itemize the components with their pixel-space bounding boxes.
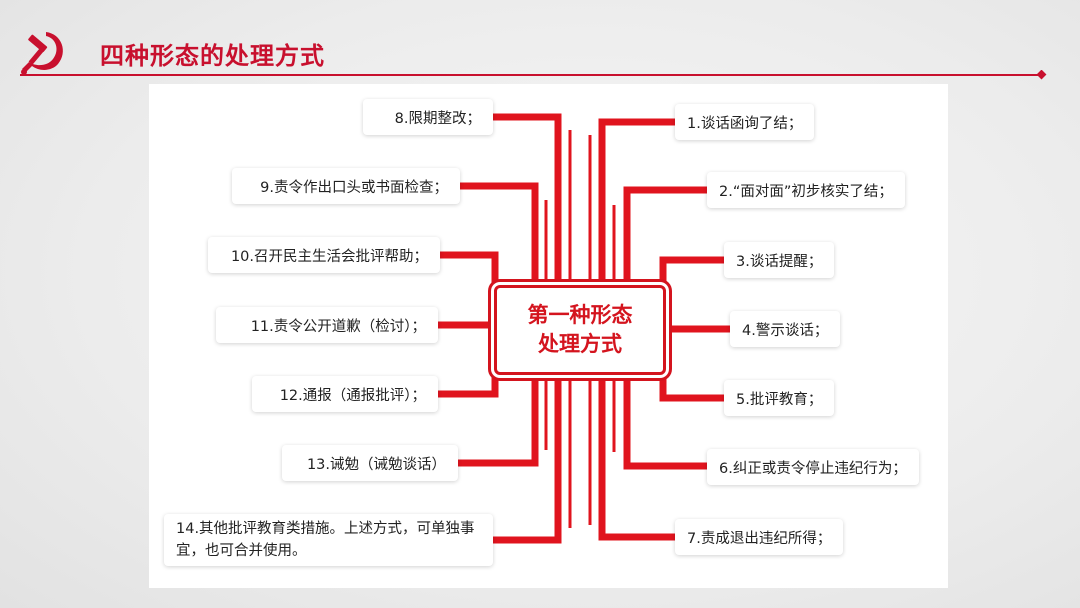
- connector-right-1: [598, 118, 676, 292]
- right-item-2: 2.“面对面”初步核实了结；: [707, 172, 905, 208]
- left-item-13: 13.诫勉（诫勉谈话）: [282, 445, 458, 481]
- right-item-6: 6.纠正或责令停止违纪行为；: [707, 449, 919, 485]
- left-item-12: 12.通报（通报批评）；: [252, 376, 438, 412]
- right-item-1: 1.谈话函询了结；: [675, 104, 815, 140]
- title-underline: [20, 70, 1047, 80]
- center-node: 第一种形态 处理方式: [494, 285, 666, 375]
- connector-left-8: [489, 113, 562, 292]
- connector-right-3: [659, 256, 726, 292]
- center-line-1: 第一种形态: [527, 303, 633, 327]
- page-title: 四种形态的处理方式: [100, 42, 325, 70]
- connector-left-9: [456, 182, 539, 292]
- right-item-3: 3.谈话提醒；: [724, 242, 835, 278]
- hammer-and-sickle-icon: [21, 32, 63, 75]
- left-item-10: 10.召开民主生活会批评帮助；: [208, 237, 440, 273]
- left-item-9: 9.责令作出口头或书面检查；: [232, 168, 460, 204]
- left-item-14: 14.其他批评教育类措施。上述方式，可单独事宜，也可合并使用。: [164, 514, 493, 566]
- connector-left-12: [434, 368, 499, 398]
- right-item-5: 5.批评教育；: [724, 380, 835, 416]
- left-item-8: 8.限期整改；: [363, 99, 493, 135]
- connector-right-6: [623, 368, 709, 470]
- connector-right-5: [659, 368, 726, 402]
- left-item-11: 11.责令公开道歉（检讨）；: [216, 307, 438, 343]
- right-item-7: 7.责成退出违纪所得；: [675, 519, 844, 555]
- connector-right-7: [598, 368, 676, 541]
- connector-left-14: [489, 368, 562, 544]
- connector-right-2: [623, 186, 709, 292]
- center-line-2: 处理方式: [538, 332, 622, 356]
- right-item-4: 4.警示谈话；: [730, 311, 841, 347]
- connector-left-13: [454, 368, 539, 467]
- connector-left-10: [436, 251, 499, 292]
